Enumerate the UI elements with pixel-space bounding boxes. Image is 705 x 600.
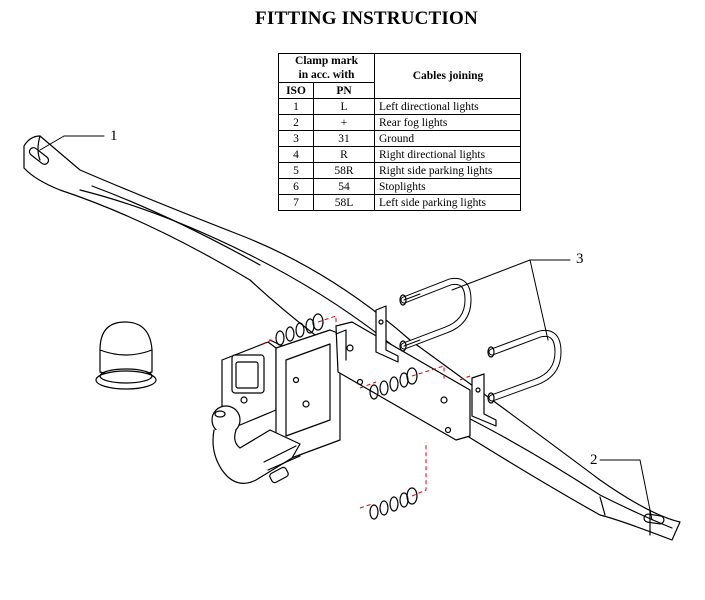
angle-bracket-left	[375, 305, 399, 363]
fastener-set-middle	[369, 367, 418, 400]
wiring-table: Clamp mark in acc. with Cables joining I…	[278, 53, 521, 211]
callout-3: 3	[576, 251, 584, 267]
table-row: 7 58L Left side parking lights	[278, 194, 521, 211]
clamp-mark-header: Clamp mark in acc. with	[278, 53, 375, 83]
table-row: 3 31 Ground	[278, 130, 521, 147]
callout-1: 1	[110, 128, 118, 144]
table-row: 4 R Right directional lights	[278, 146, 521, 163]
table-row: 5 58R Right side parking lights	[278, 162, 521, 179]
fastener-set-upper	[275, 313, 324, 346]
cable-cell: Right side parking lights	[374, 162, 521, 179]
pn-cell: 58R	[313, 162, 375, 179]
tow-ball	[211, 405, 301, 484]
left-slot	[28, 147, 50, 165]
leader-lines	[39, 135, 653, 521]
table-header-row-2: ISO PN	[278, 82, 521, 99]
callout-2: 2	[590, 452, 598, 468]
page-title: FITTING INSTRUCTION	[255, 8, 478, 29]
clamp-mark-header-line1: Clamp mark	[295, 55, 358, 67]
u-bolt-upper	[399, 277, 472, 352]
fastener-set-lower	[369, 487, 418, 520]
right-slot	[643, 513, 665, 525]
u-bolt-lower	[487, 329, 562, 404]
angle-bracket-right	[471, 373, 497, 427]
pn-header: PN	[313, 82, 375, 99]
assembly-guide-lines	[261, 315, 471, 509]
clamp-mark-header-line2: in acc. with	[298, 69, 355, 81]
table-row: 2 + Rear fog lights	[278, 114, 521, 131]
ball-cover-cap	[95, 321, 157, 390]
cable-cell: Left side parking lights	[374, 194, 521, 211]
mounting-plate	[335, 321, 471, 441]
